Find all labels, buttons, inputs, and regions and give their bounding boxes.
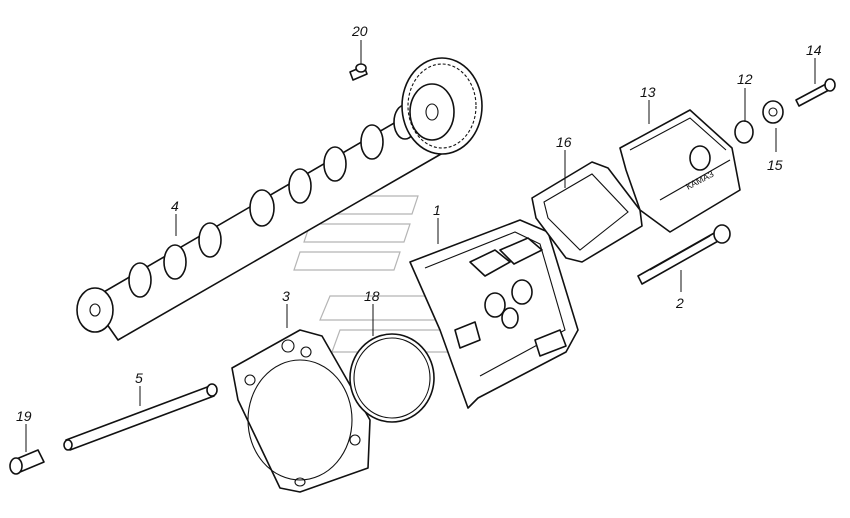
valve-cover-part-13: КАМАЗ xyxy=(619,109,741,233)
callout-12: 12 xyxy=(737,71,753,87)
cover-bolt-part-14 xyxy=(795,78,836,107)
callout-19: 19 xyxy=(16,408,32,424)
callout-3: 3 xyxy=(282,288,290,304)
callout-4: 4 xyxy=(171,198,179,214)
camshaft-part-4 xyxy=(76,57,483,341)
head-gasket-part-3 xyxy=(231,329,371,493)
callout-18: 18 xyxy=(364,288,380,304)
callout-20: 20 xyxy=(351,23,368,39)
plug-part-19 xyxy=(9,449,45,475)
callout-5: 5 xyxy=(135,370,143,386)
callout-16: 16 xyxy=(556,134,572,150)
callout-15: 15 xyxy=(767,157,783,173)
pushrod-part-5 xyxy=(63,383,218,451)
callout-2: 2 xyxy=(675,295,684,311)
washer-part-12 xyxy=(734,120,754,144)
callout-13: 13 xyxy=(640,84,656,100)
grommet-part-15 xyxy=(762,100,784,124)
head-bolt-part-2 xyxy=(637,224,731,285)
bolt-part-20 xyxy=(349,63,368,81)
callout-labels: 20 14 12 13 16 15 4 1 2 3 18 5 19 xyxy=(16,23,822,424)
leader-lines xyxy=(25,40,816,452)
callout-14: 14 xyxy=(806,42,822,58)
callout-1: 1 xyxy=(433,202,441,218)
o-ring-part-18 xyxy=(349,333,435,423)
cylinder-head-part-1 xyxy=(409,219,579,409)
gasket-part-16 xyxy=(531,161,643,263)
